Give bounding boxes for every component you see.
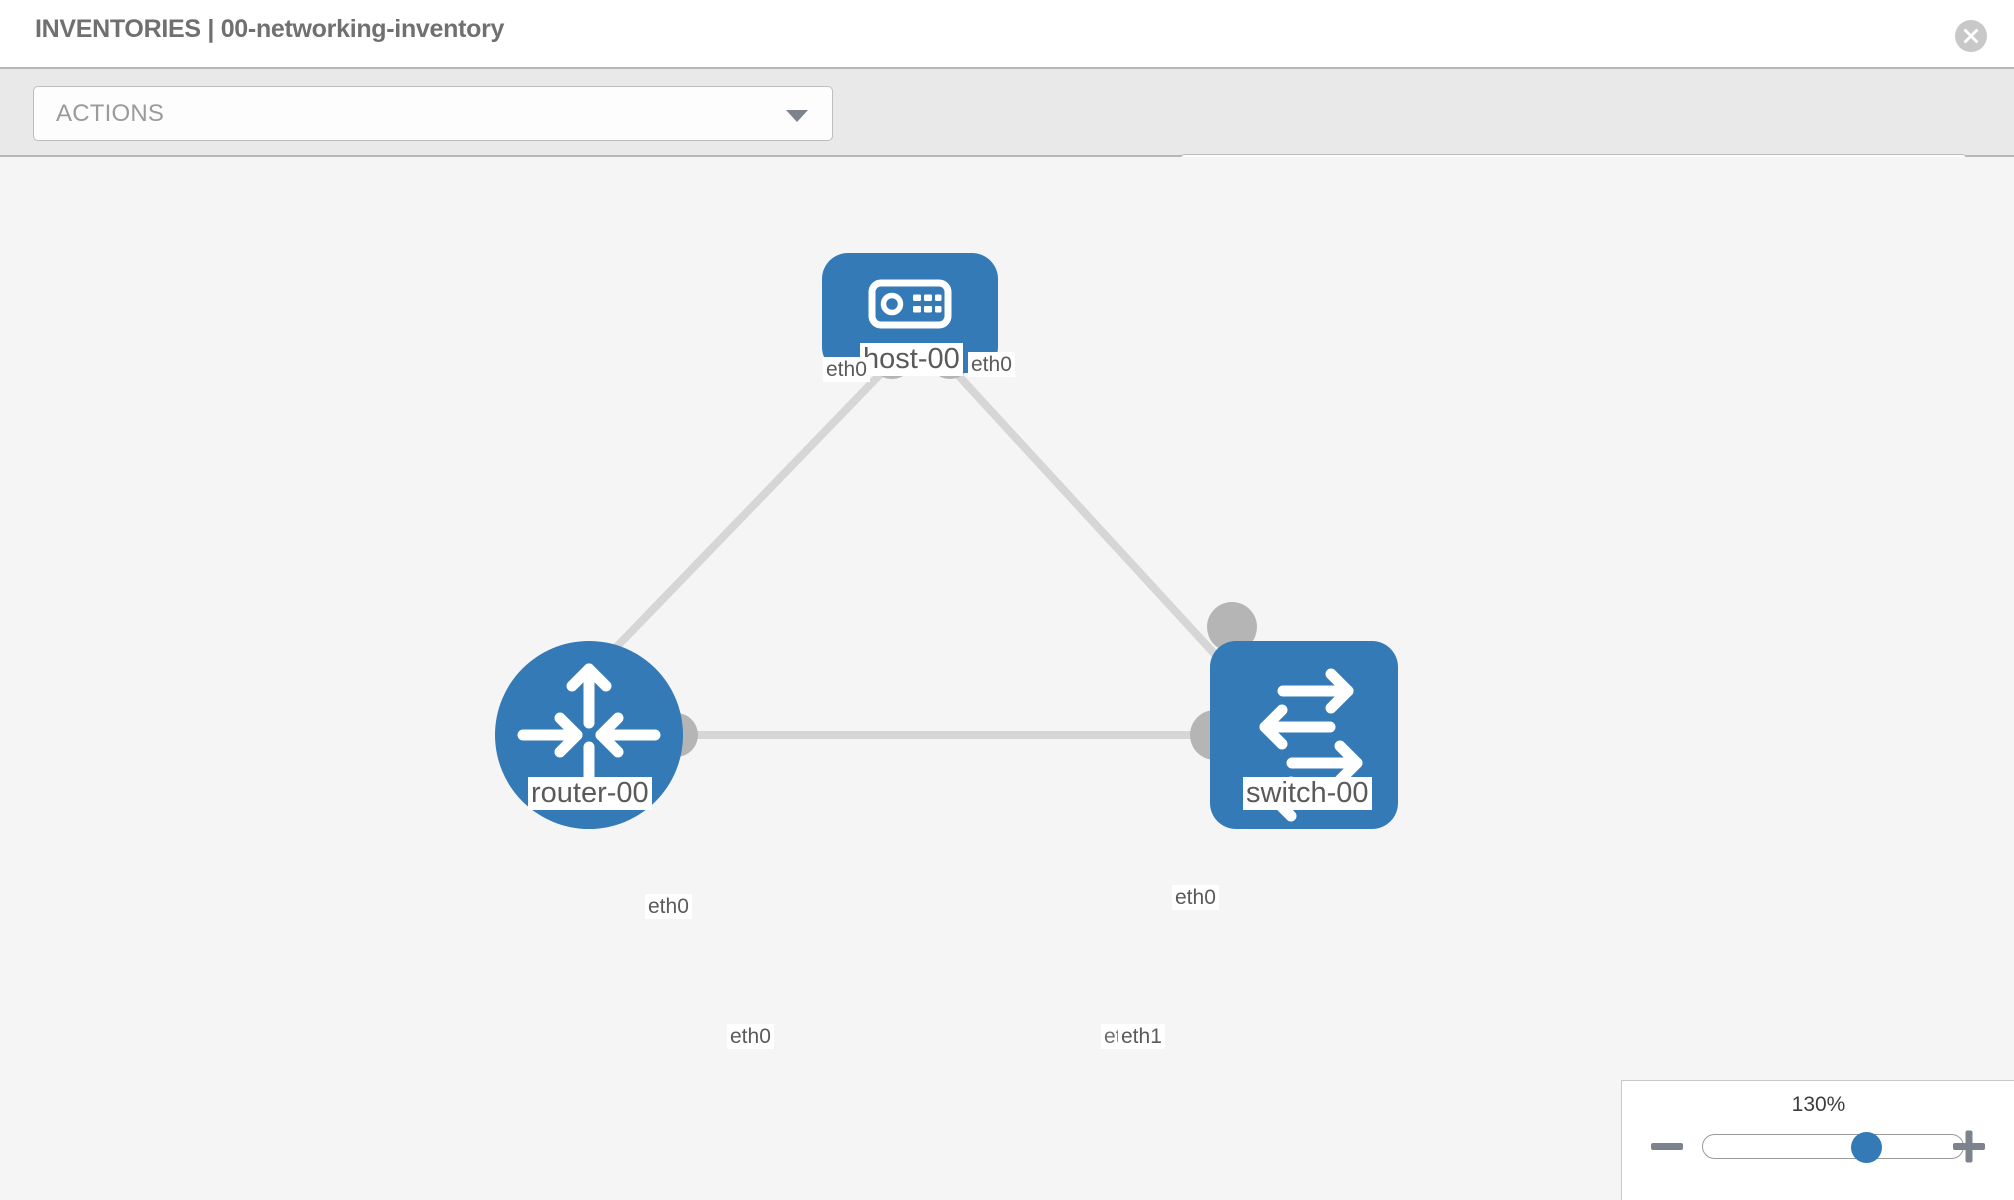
topology-canvas[interactable]: host-00 router-00 switch-00 eth0 eth0 et… [0,157,2014,1200]
zoom-slider-handle[interactable] [1851,1132,1882,1163]
page-title: INVENTORIES | 00-networking-inventory [35,15,505,43]
topology-ports [654,335,1257,760]
edge-host-switch[interactable] [943,359,1225,665]
zoom-slider-track[interactable] [1702,1132,1964,1163]
zoom-control-panel: 130% [1621,1080,2014,1200]
port-switch-up[interactable] [1207,602,1257,652]
actions-dropdown[interactable]: ACTIONS [33,86,833,141]
topology-graph[interactable] [0,157,2014,1200]
zoom-slider-row [1622,1128,2014,1168]
iface-label-switch-up: eth0 [1172,885,1219,910]
actions-dropdown-label: ACTIONS [56,100,165,127]
minus-icon [1651,1143,1683,1150]
page-header: INVENTORIES | 00-networking-inventory [0,0,2014,67]
close-button[interactable] [1955,20,1987,52]
router-icon [517,663,661,807]
server-icon [868,279,952,329]
node-label-router-00: router-00 [528,777,652,810]
chevron-down-icon [786,110,808,122]
toolbar: ACTIONS SEARCH [0,67,2014,209]
iface-label-host-right: eth0 [968,352,1015,377]
close-icon [1963,28,1979,44]
node-label-switch-00: switch-00 [1243,777,1372,810]
plus-icon [1953,1130,1985,1163]
topology-edges [599,359,1225,739]
iface-label-router-up: eth0 [645,894,692,919]
zoom-out-button[interactable] [1650,1128,1684,1164]
iface-label-switch-left: eth1 [1118,1024,1165,1049]
iface-label-router-right: eth0 [727,1024,774,1049]
edge-host-router[interactable] [599,359,895,665]
zoom-in-button[interactable] [1952,1128,1986,1164]
node-label-host-00: host-00 [860,343,963,376]
iface-label-host-left: eth0 [823,357,870,382]
zoom-percent-label: 130% [1791,1093,1846,1116]
